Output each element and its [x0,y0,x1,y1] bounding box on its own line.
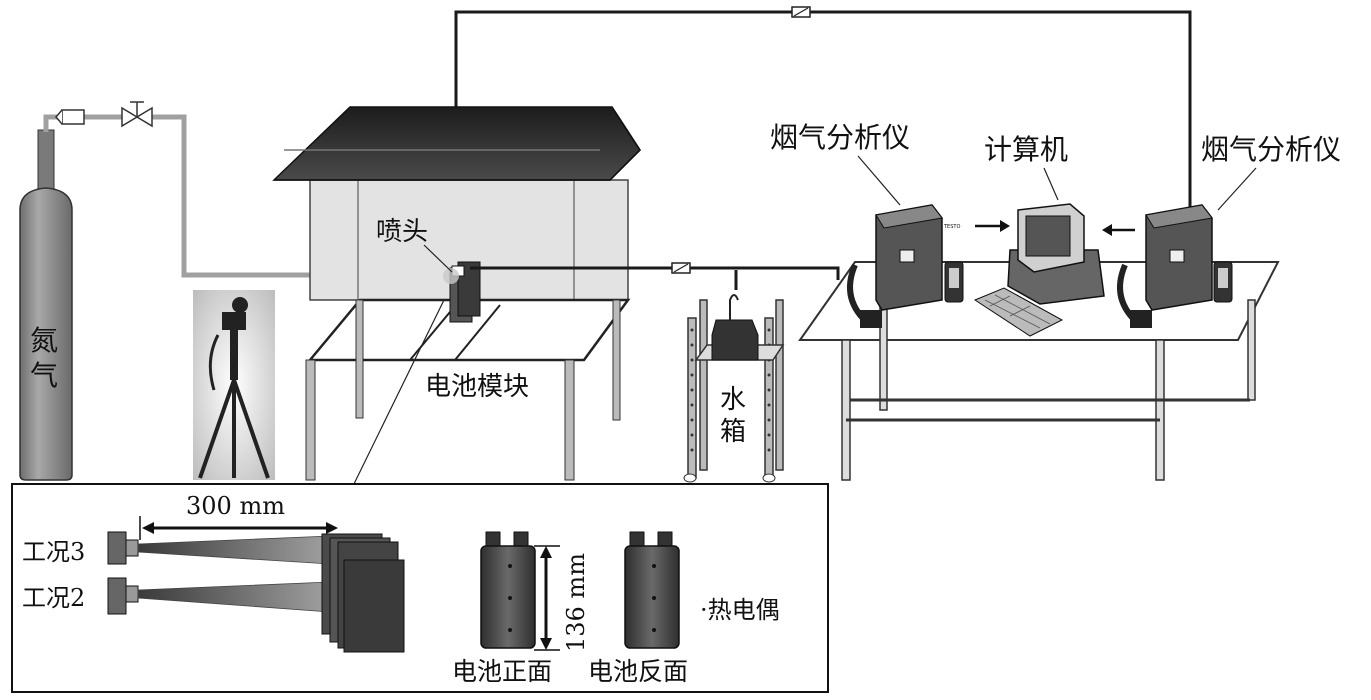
svg-text:TESTO: TESTO [943,224,960,230]
battery-module-label: 电池模块 [425,372,529,402]
thermocouple-label: ·热电偶 [700,596,780,624]
battery-front-label: 电池正面 [452,657,552,686]
battery-back-label: 电池反面 [588,657,688,686]
distance-label: 300 mm [186,492,285,520]
nitrogen-label-char2: 气 [30,359,58,392]
pipe-filter-middle [671,262,691,274]
pressure-regulator-icon [55,109,85,125]
camera-photo [193,290,275,480]
flue-analyzer-right-label: 烟气分析仪 [1201,133,1341,166]
pipe-filter-top [791,6,811,18]
computer-label: 计算机 [984,133,1068,166]
height-label: 136 mm [562,553,590,652]
data-arrow-right [1102,224,1135,236]
battery-module-icon [449,261,481,323]
flue-gas-analyzer-left: TESTO [847,204,964,328]
computer-icon [973,203,1105,337]
nozzle-label: 喷头 [376,217,428,247]
battery-front [480,531,536,649]
nitrogen-label-char1: 氮 [30,324,58,357]
nozzle-spray-highlight [443,268,459,284]
flue-gas-analyzer-right [1117,204,1233,328]
water-tank-label-char1: 水 [720,385,746,415]
camera-condition3 [107,531,331,565]
distance-arrow [139,516,338,540]
water-tank-label-char2: 箱 [720,417,746,447]
rack-perforations [690,328,771,452]
sampling-pipe-middle [470,266,840,290]
condition2-label: 工况2 [22,584,85,612]
data-arrow-left [975,220,1010,232]
battery-stack [321,533,405,653]
height-arrow [534,545,560,651]
detail-inset [11,483,829,693]
test-chamber [272,106,641,481]
condition3-label: 工况3 [22,538,85,566]
battery-back [624,531,680,649]
nitrogen-cylinder: 氮 气 [19,129,73,481]
flue-analyzer-left-label: 烟气分析仪 [770,121,910,154]
valve-icon [121,101,153,128]
camera-condition2 [107,577,331,615]
water-tank-rack [683,294,785,483]
